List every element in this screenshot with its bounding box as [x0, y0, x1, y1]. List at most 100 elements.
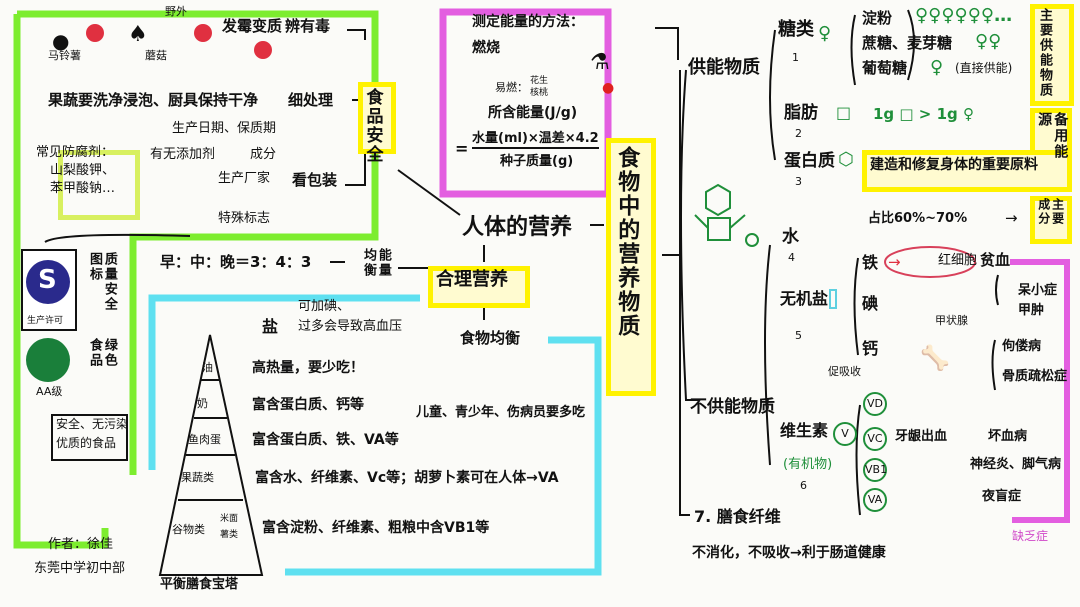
water-ratio: 占比60%~70% — [868, 211, 968, 226]
equals: = — [455, 139, 469, 158]
flask-icon: ⚗ — [590, 50, 610, 75]
pkg-item: 特殊标志 — [218, 211, 271, 226]
water-role: 主要成分 — [1036, 198, 1065, 226]
qs-logo-text: 生产许可 — [27, 316, 64, 326]
highlight — [1030, 4, 1074, 106]
energy-test-title: 测定能量的方法： — [472, 14, 584, 30]
mushroom-icon: ♠ — [128, 22, 148, 47]
direct-energy: (直接供能) — [955, 61, 1013, 75]
vitamin-badge: VD — [863, 392, 887, 416]
green-desc: 优质的食品 — [56, 436, 117, 450]
mineral: 无机盐 — [780, 289, 829, 308]
non-energy-title: 不供能物质 — [690, 397, 775, 417]
moldy: 发霉变质 — [222, 17, 283, 35]
va-disease: 夜盲症 — [982, 489, 1022, 504]
mushroom-label: 蘑菇 — [145, 49, 167, 62]
starch-chain-icon: ♀♀♀♀♀♀… — [915, 5, 1013, 26]
fat-number: 2 — [795, 127, 802, 140]
salt-note: 可加碘、 — [298, 299, 351, 314]
arrow-icon: → — [1005, 209, 1018, 227]
mineral-number: 5 — [795, 329, 802, 342]
preservative-line: 山梨酸钾、 — [50, 163, 116, 178]
starch: 淀粉 — [862, 9, 893, 27]
organic: (有机物) — [783, 457, 833, 472]
kids-note: 儿童、青少年、伤病员要多吃 — [416, 405, 586, 420]
seed: 核桃 — [530, 88, 549, 98]
vb-disease: 神经炎、脚气病 — [970, 457, 1062, 472]
vitamin-number: 6 — [800, 479, 807, 492]
additive: 有无添加剂 — [150, 147, 216, 162]
food-safety-title: 食品安全 — [362, 88, 383, 164]
pkg-item: 成分 — [250, 147, 277, 162]
green-desc: 安全、无污染 — [56, 417, 129, 431]
water-number: 4 — [788, 251, 795, 264]
protein: 蛋白质 — [784, 151, 835, 171]
flame-icon: ● — [602, 80, 615, 96]
vitamin-badge: VB1 — [863, 458, 887, 482]
highlight — [358, 82, 396, 154]
rbc-ellipse — [884, 246, 976, 278]
preservative-line: 常见防腐剂： — [36, 145, 115, 160]
protein-icon: ⬡ — [838, 149, 854, 170]
nutrients-title: 食物中的营养物质 — [614, 146, 640, 338]
energy-test-method: 燃烧 — [472, 40, 500, 56]
level-note: 富含淀粉、纤维素、粗粮中含VB1等 — [262, 520, 490, 536]
level-note: 富含水、纤维素、Vc等；胡萝卜素可在人体→VA — [255, 470, 559, 486]
processing-detail: 果蔬要洗净浸泡、厨具保持干净 — [48, 91, 259, 109]
highlight — [862, 150, 1072, 192]
iodine-disease: 甲肿 — [1018, 303, 1045, 318]
iodine-disease: 呆小症 — [1018, 283, 1058, 298]
vitamin-icon: V — [833, 422, 857, 446]
identify-toxic: 辨有毒 — [285, 17, 331, 35]
author-school: 东莞中学初中部 — [34, 561, 126, 576]
highlight — [1030, 196, 1072, 244]
vc-effect: 牙龈出血 — [895, 429, 948, 444]
formula-denominator: 种子质量(g) — [500, 154, 574, 169]
bone-icon: 🦴 — [920, 344, 950, 372]
highlight — [58, 150, 140, 220]
protein-role: 建造和修复身体的重要原料 — [870, 157, 1038, 173]
vitamin: 维生素 — [780, 421, 829, 440]
potato-icon: ● — [52, 29, 70, 53]
fiber: 7. 膳食纤维 — [694, 507, 781, 526]
author-name: 作者：徐佳 — [48, 537, 114, 552]
forbidden-icon — [194, 24, 212, 42]
salt: 盐 — [262, 317, 279, 336]
pyramid-level: 油 — [202, 361, 213, 374]
arrow-icon: → — [888, 253, 901, 271]
vc-disease: 坏血病 — [988, 429, 1028, 444]
highlight — [606, 138, 656, 396]
outdoor-label: 野外 — [165, 5, 187, 18]
protein-number: 3 — [795, 175, 802, 188]
level-note: 富含蛋白质、钙等 — [252, 397, 364, 413]
main-energy: 主要供能物质 — [1036, 8, 1052, 98]
calcium-disease: 骨质疏松症 — [1002, 369, 1068, 384]
level-note: 富含蛋白质、铁、VA等 — [252, 432, 399, 448]
iron: 铁 — [862, 253, 879, 272]
water-icon — [745, 233, 759, 247]
pyramid-title: 平衡膳食宝塔 — [160, 577, 239, 592]
glucose: 葡萄糖 — [862, 59, 908, 77]
sugar: 糖类 — [778, 19, 814, 40]
formula-numerator: 水量(ml)×温差×4.2 — [472, 131, 599, 149]
meal-ratio: 早：中：晚＝3：4：3 — [160, 253, 312, 271]
cyan-frame — [148, 294, 602, 576]
salt-note: 过多会导致高血压 — [298, 319, 403, 334]
green-food-label: 绿色食品 — [86, 338, 117, 368]
pkg-item: 生产厂家 — [218, 171, 271, 186]
pyramid-level: 谷物类 — [172, 523, 205, 536]
thyroid: 甲状腺 — [935, 314, 968, 327]
rbc: 红细胞 — [938, 253, 978, 268]
deficiency-label: 缺乏症 — [1012, 529, 1049, 543]
fat-icon: □ — [836, 103, 852, 122]
vitamin-badge: VC — [863, 427, 887, 451]
green-frame — [13, 10, 379, 549]
formula-lhs: 所含能量(J/g) — [488, 105, 578, 121]
pyramid-level: 果蔬类 — [181, 471, 214, 484]
packaging: 看包装 — [292, 171, 338, 189]
qs-logo — [26, 260, 70, 304]
level-note: 高热量，要少吃！ — [252, 360, 364, 376]
processing: 细处理 — [288, 91, 334, 109]
magenta-frame — [439, 8, 612, 198]
